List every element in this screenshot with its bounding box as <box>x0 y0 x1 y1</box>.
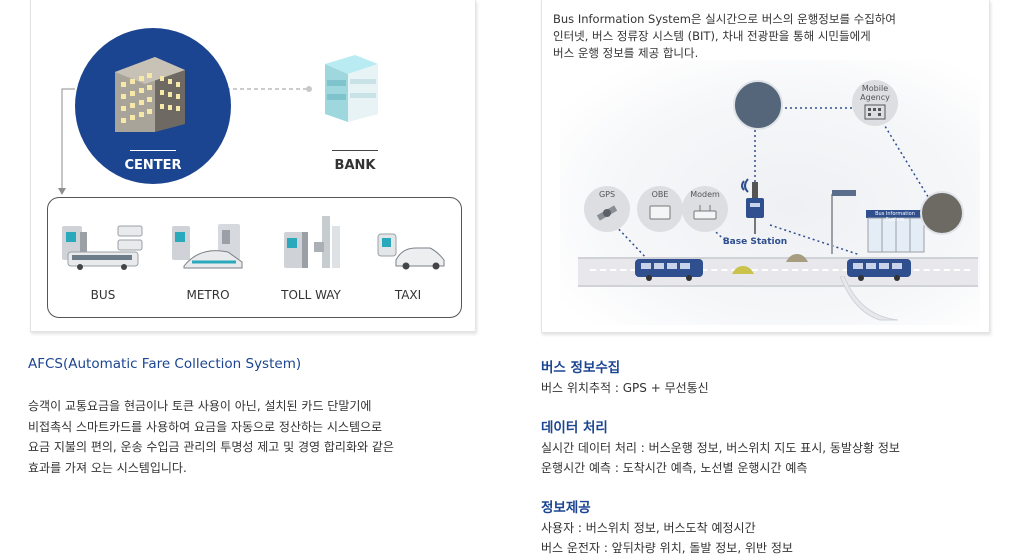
afcs-description-line: 요금 지불의 편의, 운송 수입금 관리의 투명성 제고 및 경영 합리화와 같… <box>28 440 394 454</box>
section-line: 운행시간 예측 : 도착시간 예측, 노선별 운행시간 예측 <box>541 461 808 475</box>
bank-label: BANK <box>334 158 376 173</box>
taxi-terminal-icon <box>377 233 445 270</box>
section-line: 사용자 : 버스위치 정보, 버스도착 예정시간 <box>541 520 756 535</box>
satellite-icon <box>596 205 618 221</box>
base-station-label: Base Station <box>722 237 788 247</box>
modem-bubble <box>682 186 728 232</box>
afcs-title: AFCS(Automatic Fare Collection System) <box>28 356 302 372</box>
tollway-terminal-icon <box>284 216 340 268</box>
modem-label: Modem <box>690 190 720 199</box>
bank-underline <box>332 150 378 151</box>
gps-label: GPS <box>598 190 616 199</box>
section-title-processing: 데이터 처리 <box>541 419 608 436</box>
section-title-collection: 버스 정보수집 <box>541 360 621 376</box>
bis-station-photo <box>733 80 783 130</box>
center-building-icon <box>115 57 185 132</box>
base-station-icon <box>741 178 764 234</box>
car-vehicle <box>732 266 754 274</box>
section-title-provision: 정보제공 <box>541 499 591 516</box>
obe-device-icon <box>649 205 671 220</box>
mobile-agency-label: Mobile Agency <box>860 84 890 102</box>
afcs-description: 승객이 교통요금을 현금이나 토큰 사용이 아닌, 설치된 카드 단말기에 비접… <box>28 396 488 478</box>
bis-caption-line: 버스 운행 정보를 제공 합니다. <box>553 46 699 60</box>
mode-label-metro: METRO <box>186 288 230 302</box>
road-curve <box>840 276 899 321</box>
car-vehicle <box>786 254 808 262</box>
bus-stop-sign-label: Bus Information System <box>875 211 915 223</box>
mode-label-tollway: TOLL WAY <box>281 288 341 302</box>
section-line: 실시간 데이터 처리 : 버스운행 정보, 버스위치 지도 표시, 동발상황 정… <box>541 440 900 455</box>
bus-stop-photo <box>920 191 964 235</box>
mode-label-bus: BUS <box>90 288 116 302</box>
center-label: CENTER <box>124 158 182 173</box>
mobile-agency-bubble <box>852 80 898 126</box>
metro-terminal-icon <box>172 224 243 269</box>
bus-stop-icon <box>831 190 926 254</box>
bis-caption-line: 인터넷, 버스 정류장 시스템 (BIT), 차내 전광판을 통해 시민들에게 <box>553 29 871 43</box>
center-underline <box>130 150 176 151</box>
modem-device-icon <box>693 205 717 220</box>
bus-vehicle-right <box>847 259 911 281</box>
mode-label-taxi: TAXI <box>394 288 422 302</box>
afcs-description-line: 효과를 가져 오는 시스템입니다. <box>28 460 187 475</box>
bus-vehicle-left <box>635 259 703 281</box>
afcs-description-line: 비접촉식 스마트카드를 사용하여 요금을 자동으로 정산하는 시스템으로 <box>28 419 383 434</box>
afcs-description-line: 승객이 교통요금을 현금이나 토큰 사용이 아닌, 설치된 카드 단말기에 <box>28 399 372 413</box>
bis-caption-line: Bus Information System은 실시간으로 버스의 운행정보를 … <box>553 12 896 26</box>
obe-label: OBE <box>651 190 669 199</box>
road-lane-marking <box>590 269 970 271</box>
bis-caption: Bus Information System은 실시간으로 버스의 운행정보를 … <box>553 11 973 62</box>
bus-terminal-icon <box>62 225 143 270</box>
bis-sections: 버스 정보수집 버스 위치추적 : GPS + 무선통신 데이터 처리 실시간 … <box>541 356 1001 559</box>
agency-building-icon <box>864 104 886 120</box>
section-line: 버스 위치추적 : GPS + 무선통신 <box>541 381 709 395</box>
section-line: 버스 운전자 : 앞뒤차량 위치, 돌발 정보, 위반 정보 <box>541 541 793 555</box>
bank-building-icon <box>325 55 378 122</box>
